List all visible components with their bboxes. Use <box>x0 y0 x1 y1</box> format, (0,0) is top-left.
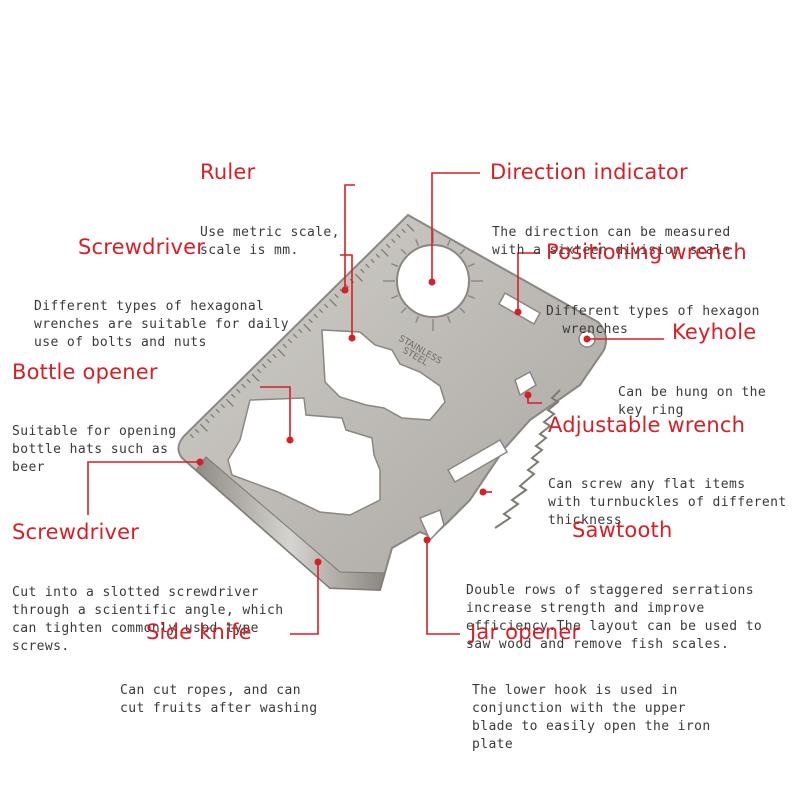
label-sawtooth-title: Sawtooth <box>572 518 673 542</box>
jar-opener-notch <box>418 508 445 542</box>
ruler-tick <box>236 388 241 394</box>
compass-tick <box>467 294 475 299</box>
ruler-tick <box>189 433 194 439</box>
ruler-tick <box>323 303 329 309</box>
ruler-tick <box>406 223 415 232</box>
ruler-tick <box>308 318 313 324</box>
label-adjustable-title: Adjustable wrench <box>548 413 746 437</box>
ruler-tick <box>303 323 312 332</box>
positioning-wrench-slot <box>497 291 542 326</box>
ruler-tick <box>199 423 208 432</box>
compass-tick <box>391 294 399 299</box>
label-sideknife-title: Side knife <box>146 620 252 644</box>
label-screwdriver-bottom-title: Screwdriver <box>12 520 140 544</box>
compass-tick <box>400 307 407 314</box>
adjustable-wrench-slot-2 <box>446 438 509 484</box>
compass-tick <box>446 239 451 247</box>
ruler-tick <box>241 383 246 389</box>
label-positioning-desc: Different types of hexagon wrenches <box>546 304 760 337</box>
hex-wrench-cutout <box>321 329 446 421</box>
compass-tick <box>467 263 475 268</box>
ruler-tick <box>215 408 220 414</box>
ruler-tick <box>210 413 215 419</box>
leader-sideknife <box>290 562 319 635</box>
ruler-tick <box>287 338 293 344</box>
ruler-tick <box>272 353 277 359</box>
ruler-tick <box>313 313 318 319</box>
compass-tick <box>459 307 466 314</box>
ruler-tick <box>329 298 337 307</box>
ruler-tick <box>251 373 260 382</box>
ruler-tick <box>396 233 401 239</box>
leader-bottle <box>260 386 291 440</box>
label-ruler-title: Ruler <box>200 160 256 184</box>
ruler-tick <box>282 343 287 349</box>
ruler-tick <box>380 248 389 257</box>
ruler-tick <box>401 228 406 234</box>
adjustable-wrench-slot-1 <box>514 370 537 397</box>
label-positioning-title: Positioning wrench <box>546 240 747 264</box>
compass-tick <box>459 248 466 255</box>
ruler-tick <box>360 268 365 274</box>
compass-tick <box>415 239 420 247</box>
label-direction-title: Direction indicator <box>490 160 688 184</box>
ruler-tick <box>292 333 298 339</box>
ruler-tick <box>230 393 236 399</box>
leader-positioning <box>517 252 540 312</box>
side-knife-edge <box>195 456 386 591</box>
label-screwdriver-top-title: Screwdriver <box>78 235 206 259</box>
ruler-tick <box>298 328 303 334</box>
ruler-tick <box>277 348 286 357</box>
ruler-tick <box>205 418 210 424</box>
ruler-tick <box>261 363 267 369</box>
label-jar-title: Jar opener <box>470 620 581 644</box>
ruler-tick <box>375 253 380 259</box>
compass-tick <box>391 263 399 268</box>
ruler-tick <box>256 368 262 374</box>
leader-dots <box>196 278 591 566</box>
leader-jar <box>426 540 460 635</box>
sawtooth-edge <box>494 389 561 529</box>
leader-direction <box>431 172 480 282</box>
leader-screwdriver-top <box>340 254 353 338</box>
ruler-tick <box>225 398 234 407</box>
ruler-tick <box>318 308 324 314</box>
compass-tick <box>415 315 420 323</box>
ruler-tick <box>246 378 251 384</box>
ruler-ticks <box>189 223 415 439</box>
compass-tick <box>446 315 451 323</box>
bottle-opener-cutout <box>227 397 381 516</box>
label-ruler-desc: Use metric scale,scale is mm. <box>200 225 340 258</box>
label-keyhole-title: Keyhole <box>672 320 757 344</box>
ruler-tick <box>194 428 200 434</box>
ruler-tick <box>385 243 391 249</box>
ruler-tick <box>267 358 272 364</box>
ruler-tick <box>391 238 396 244</box>
ruler-tick <box>365 263 370 269</box>
ruler-tick <box>354 273 363 282</box>
leader-lines <box>87 172 664 635</box>
label-bottle-title: Bottle opener <box>12 360 158 384</box>
compass-tick <box>400 248 407 255</box>
ruler-tick <box>334 293 339 299</box>
leader-screwdriver-bottom <box>87 461 200 515</box>
ruler-tick <box>220 403 225 409</box>
ruler-tick <box>370 258 375 264</box>
